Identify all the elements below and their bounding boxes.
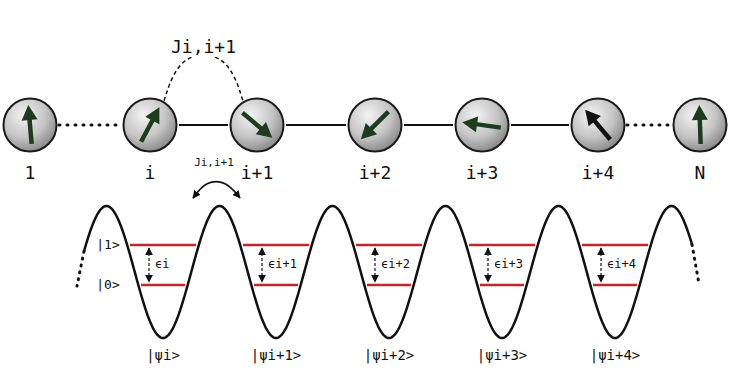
spin-ball — [570, 97, 626, 153]
potential-curve — [84, 206, 692, 338]
spin-arrow — [134, 104, 166, 146]
energy-level — [480, 284, 524, 287]
spin-ball-outline — [124, 99, 177, 152]
spin-site: i+3 — [454, 97, 510, 153]
energy-level — [141, 284, 185, 287]
spin-site: i+1 — [229, 97, 285, 153]
energy-gap: ϵi+3 — [494, 258, 523, 271]
gap-arrow — [600, 248, 601, 282]
gap-arrow — [148, 248, 149, 282]
spin-arrow — [691, 105, 708, 145]
energy-gap: ϵi+4 — [607, 258, 636, 271]
energy-level — [130, 244, 196, 247]
bond-line — [179, 124, 228, 126]
energy-level — [593, 284, 637, 287]
bond-line — [511, 124, 569, 126]
level-label: |1> — [96, 238, 119, 252]
tunnel-arrow — [193, 182, 240, 198]
energy-level — [367, 284, 411, 287]
spin-arrow — [579, 105, 616, 145]
bond-line — [286, 124, 346, 126]
spin-ball — [454, 97, 510, 153]
site-index: i+2 — [359, 163, 392, 183]
spin-arrow — [237, 107, 277, 144]
curve-continuation — [692, 244, 699, 284]
energy-gap: ϵi — [155, 258, 169, 271]
level-label: |0> — [96, 278, 119, 292]
bond-line — [59, 124, 121, 127]
spin-ball-outline — [572, 99, 625, 152]
spin-ball-outline — [4, 99, 57, 152]
coupling-label: Ji,i+1 — [194, 157, 234, 169]
spin-ball-outline — [349, 99, 402, 152]
site-state: |ψi+1> — [251, 348, 302, 363]
site-index: i+4 — [582, 163, 615, 183]
coupling-arc — [164, 55, 243, 101]
site-index: i+3 — [466, 163, 499, 183]
gap-arrow — [261, 248, 262, 282]
energy-level — [243, 244, 309, 247]
spin-site: i+2 — [347, 97, 403, 153]
spin-ball — [2, 97, 58, 153]
energy-gap: ϵi+2 — [381, 258, 410, 271]
energy-gap: ϵi+1 — [268, 258, 297, 271]
site-state: |ψi+3> — [477, 348, 528, 363]
gap-arrow — [374, 248, 375, 282]
gap-arrow — [487, 248, 488, 282]
coupling-label: Ji,i+1 — [168, 37, 239, 57]
site-state: |ψi> — [146, 348, 180, 363]
spin-ball-outline — [456, 99, 509, 152]
spin-site: 1 — [2, 97, 58, 153]
site-index: N — [695, 163, 706, 183]
site-state: |ψi+2> — [364, 348, 415, 363]
spin-ball — [347, 97, 403, 153]
spin-arrow — [461, 114, 502, 135]
energy-level — [254, 284, 298, 287]
site-index: 1 — [25, 163, 36, 183]
spin-arrow — [355, 106, 394, 145]
site-state: |ψi+4> — [590, 348, 641, 363]
spin-site: i+4 — [570, 97, 626, 153]
spin-ball — [672, 97, 728, 153]
energy-level — [469, 244, 535, 247]
spin-site: N — [672, 97, 728, 153]
bond-line — [404, 124, 453, 126]
site-index: i — [145, 163, 156, 183]
spin-ball — [229, 97, 285, 153]
energy-level — [582, 244, 648, 247]
site-index: i+1 — [241, 163, 274, 183]
spin-ball-outline — [231, 99, 284, 152]
spin-site: i — [122, 97, 178, 153]
spin-ball — [122, 97, 178, 153]
energy-level — [356, 244, 422, 247]
bond-line — [627, 124, 671, 127]
curve-continuation — [77, 251, 84, 286]
spin-ball-outline — [674, 99, 727, 152]
spin-arrow — [20, 104, 39, 144]
